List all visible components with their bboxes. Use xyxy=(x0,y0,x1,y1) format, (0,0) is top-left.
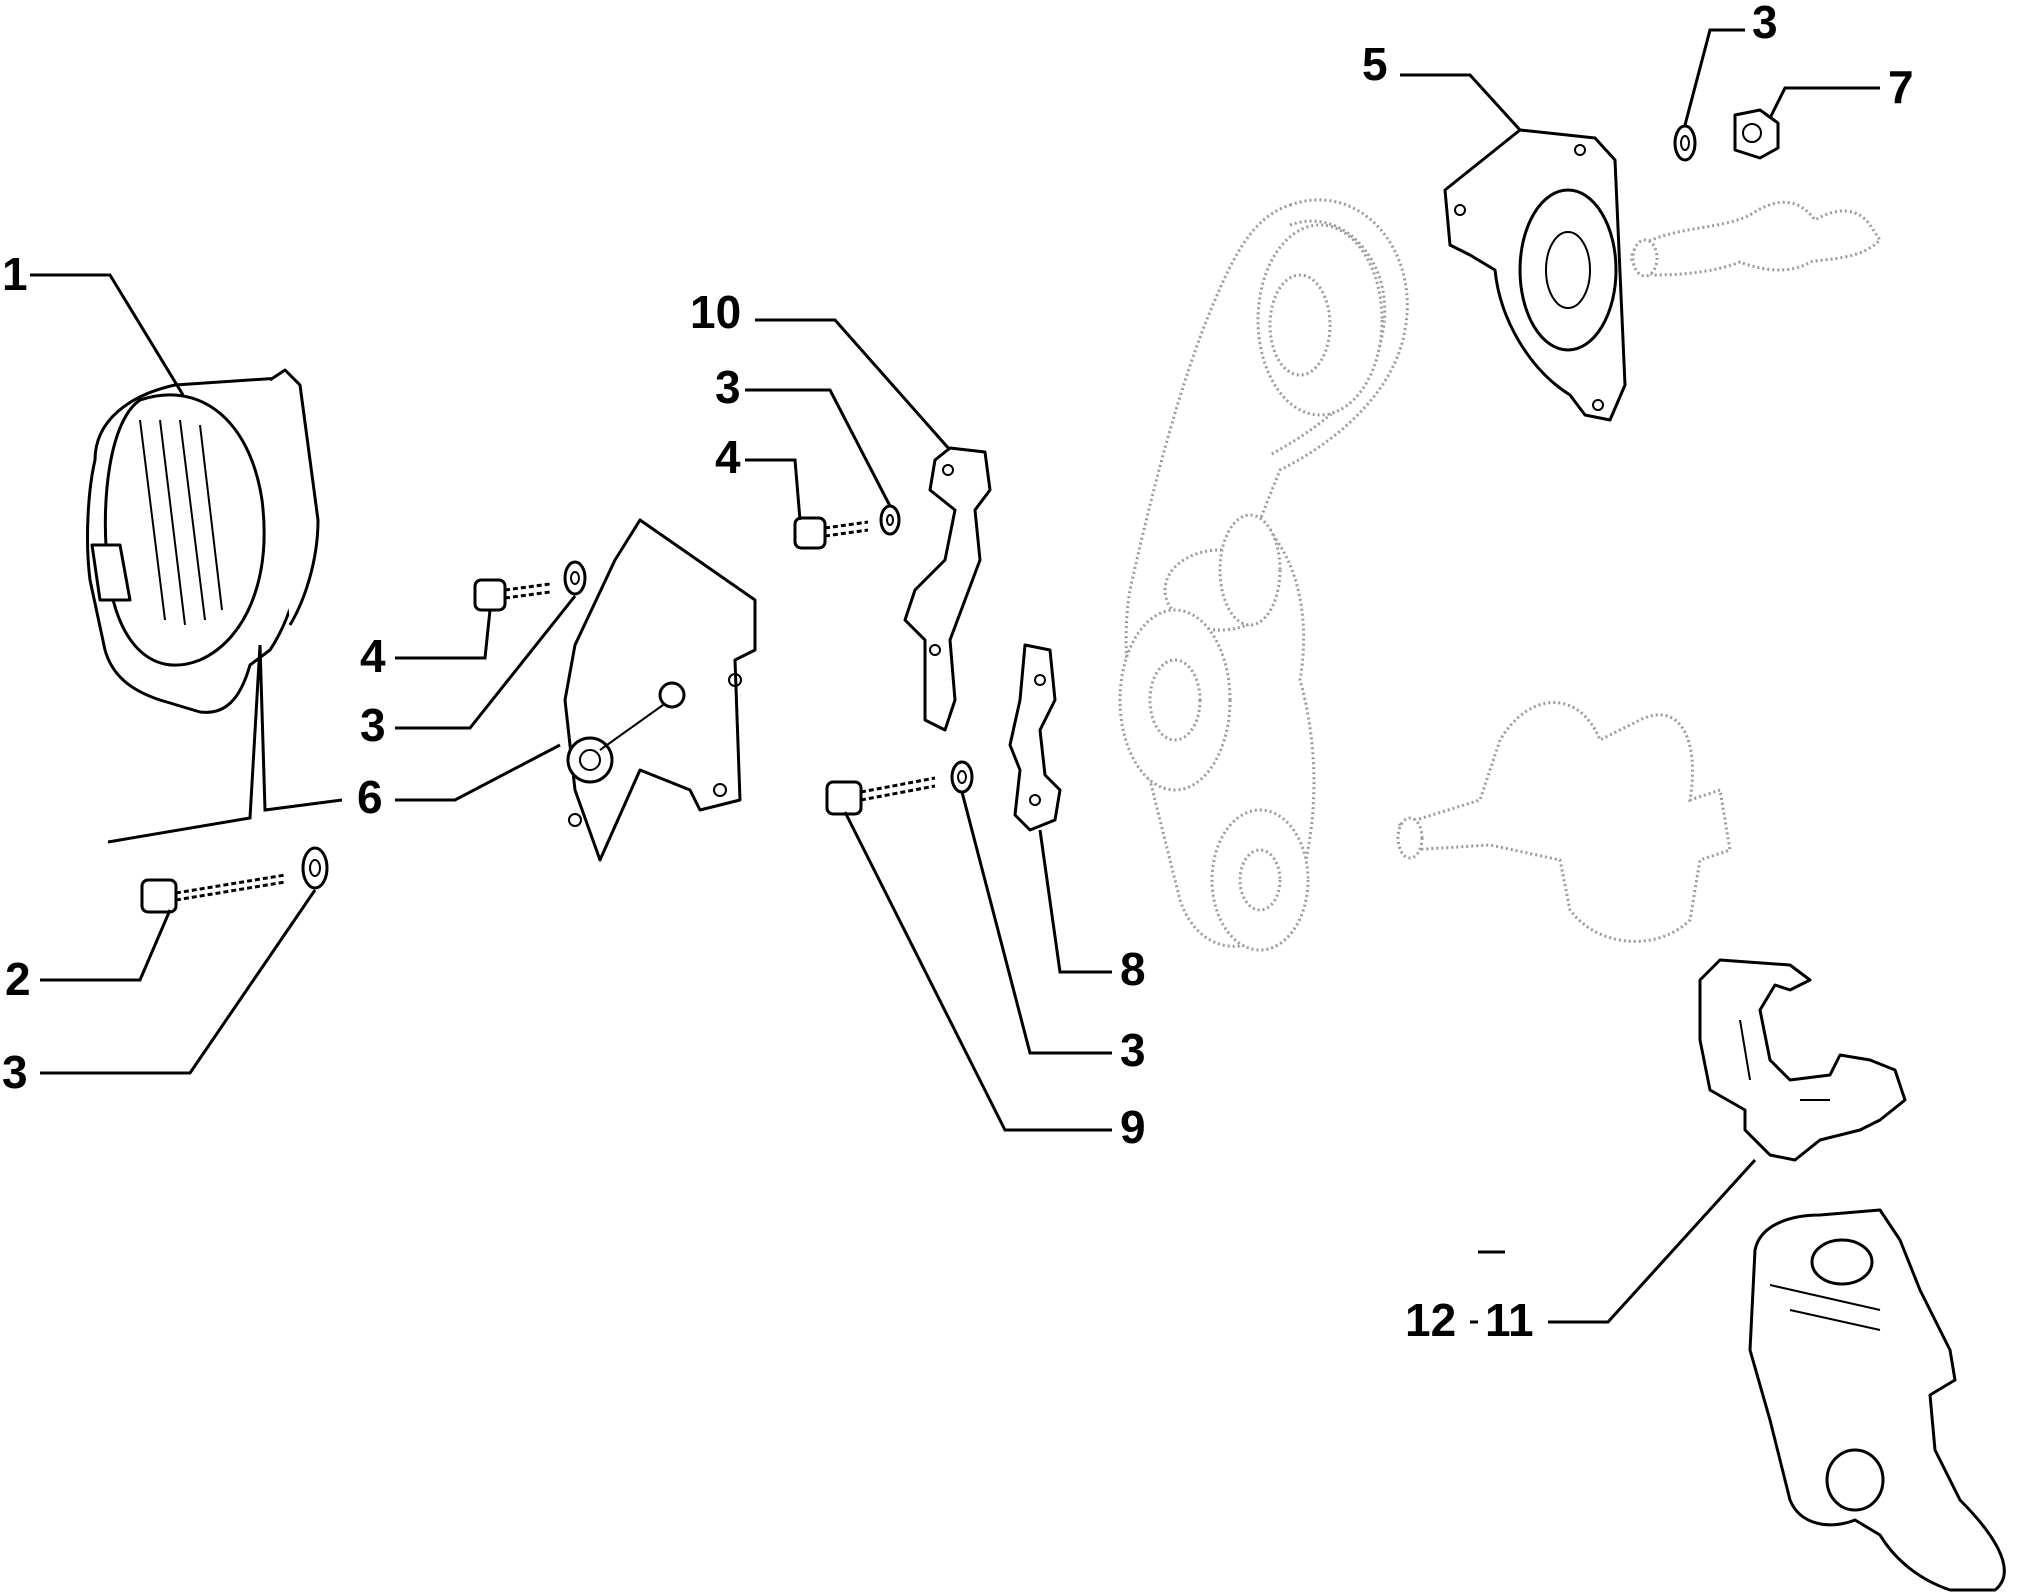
bolt-9 xyxy=(825,776,936,816)
nut-7 xyxy=(1733,108,1780,160)
callout-4-center: 4 xyxy=(715,431,741,483)
washer-3-left xyxy=(563,560,587,596)
callout-3-lower-left: 3 xyxy=(2,1046,28,1098)
bolt-4-center xyxy=(793,516,869,550)
callout-labels: 1 2 3 3 3 3 3 4 4 5 6 7 8 3 9 10 11 12 xyxy=(2,0,1914,1346)
leader-lines xyxy=(30,28,1880,1324)
bolt-2 xyxy=(140,873,286,914)
crankshaft xyxy=(1396,701,1732,943)
bracket-10 xyxy=(903,446,992,732)
callout-5: 5 xyxy=(1362,38,1388,90)
camshaft xyxy=(1630,200,1882,278)
callout-6: 6 xyxy=(357,771,383,823)
washer-3-center-bottom xyxy=(950,760,974,794)
callout-3-top-right: 3 xyxy=(1752,0,1778,48)
callout-12: 12 xyxy=(1405,1294,1456,1346)
bolt-4-left xyxy=(473,578,551,612)
callout-7: 7 xyxy=(1888,61,1914,113)
callout-11: 11 xyxy=(1485,1294,1534,1346)
callout-9: 9 xyxy=(1120,1101,1146,1153)
callout-1: 1 xyxy=(2,248,28,300)
washer-3-lower-left xyxy=(301,846,329,890)
timing-cover-inner xyxy=(563,518,757,862)
washer-3-center-top xyxy=(879,504,901,536)
timing-belt-assembly xyxy=(1118,198,1409,952)
timing-cover-outer xyxy=(86,368,320,714)
callout-3-left: 3 xyxy=(360,699,386,751)
callout-3-center-top: 3 xyxy=(715,361,741,413)
callout-3-center-bottom: 3 xyxy=(1120,1024,1146,1076)
callout-8: 8 xyxy=(1120,943,1146,995)
callout-4-left: 4 xyxy=(360,630,386,682)
rear-cover-plate xyxy=(1443,128,1627,422)
belt-guard-11 xyxy=(1698,958,1907,1162)
callout-10: 10 xyxy=(690,286,741,338)
mounting-bracket-12 xyxy=(1748,1208,2006,1592)
bracket-8 xyxy=(1008,643,1062,832)
washer-3-top-right xyxy=(1673,124,1697,162)
callout-2: 2 xyxy=(5,953,31,1005)
